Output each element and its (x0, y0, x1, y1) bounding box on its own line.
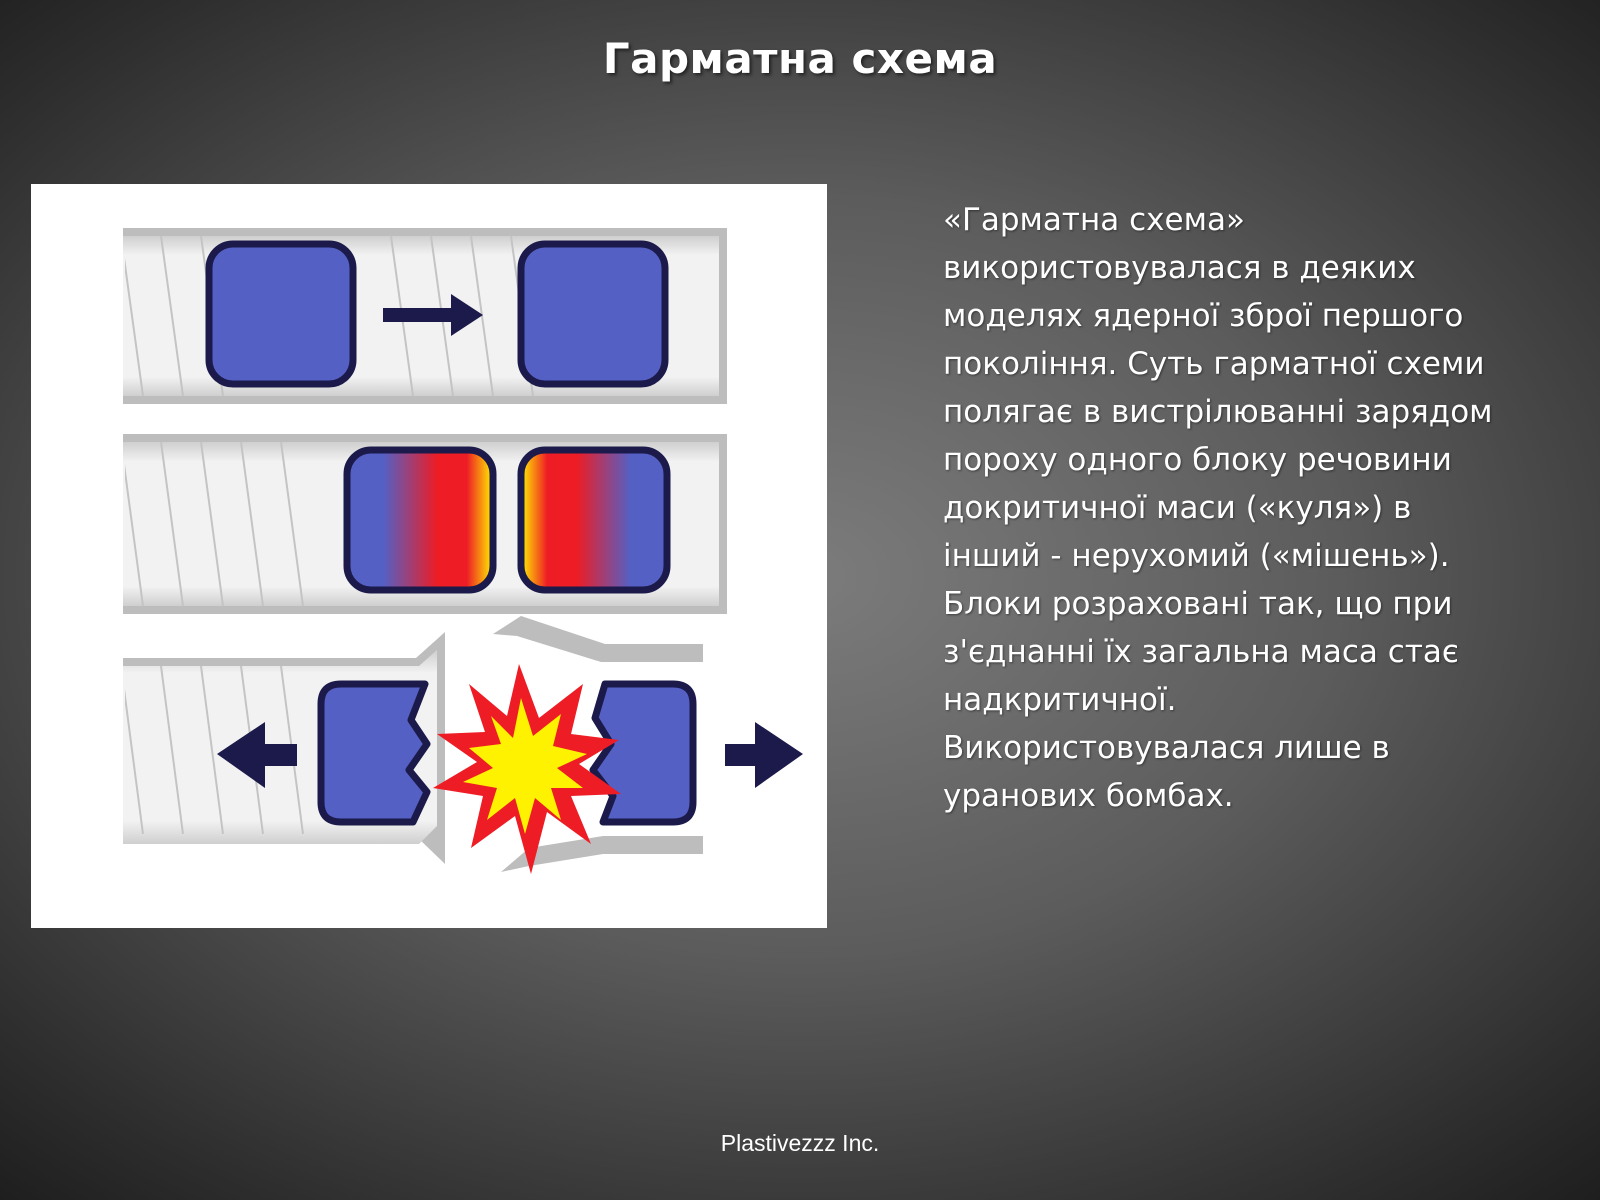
target-block-heating-icon (517, 446, 671, 594)
description-line: з'єднанні їх загальна маса стає (943, 634, 1459, 670)
arrow-right-icon (383, 294, 483, 336)
explosion-inner-icon (463, 698, 587, 834)
description-line: інший - нерухомий («мішень»). (943, 538, 1450, 574)
bullet-block-heating-icon (343, 446, 497, 594)
slide-title: Гарматна схема (602, 34, 998, 83)
description-line: уранових бомбах. (943, 778, 1234, 814)
barrel-fragment-bottom-icon (501, 836, 703, 872)
target-block-icon (517, 240, 669, 388)
target-block-fragment-icon (589, 680, 697, 826)
bullet-block-icon (205, 240, 357, 388)
bullet-block-fragment-icon (317, 680, 431, 826)
gun-type-diagram-svg (123, 228, 803, 874)
description-line: моделях ядерної зброї першого (943, 298, 1464, 334)
arrow-left-icon (217, 722, 297, 788)
arrow-right-icon (725, 722, 803, 788)
description-line: використовувалася в деяких (943, 250, 1416, 286)
rifling-icon (125, 442, 304, 606)
description-line: «Гарматна схема» (943, 202, 1245, 238)
description-text: «Гарматна схема» використовувалася в дея… (943, 196, 1568, 820)
stage-3-explosion (123, 616, 803, 874)
description-line: пороху одного блоку речовини (943, 442, 1452, 478)
stage-1-gun-barrel (123, 228, 727, 404)
description-line: покоління. Суть гарматної схеми (943, 346, 1485, 382)
description-line: полягає в вистрілюванні зарядом (943, 394, 1493, 430)
description-line: надкритичної. (943, 682, 1177, 718)
gun-type-diagram (31, 184, 827, 928)
description-line: докритичної маси («куля») в (943, 490, 1412, 526)
footer-credit: Plastivezzz Inc. (720, 1130, 880, 1156)
description-line: Блоки розраховані так, що при (943, 586, 1453, 622)
stage-2-gun-barrel (123, 434, 727, 614)
description-line: Використовувалася лише в (943, 730, 1390, 766)
barrel-fragment-top-icon (493, 616, 703, 662)
